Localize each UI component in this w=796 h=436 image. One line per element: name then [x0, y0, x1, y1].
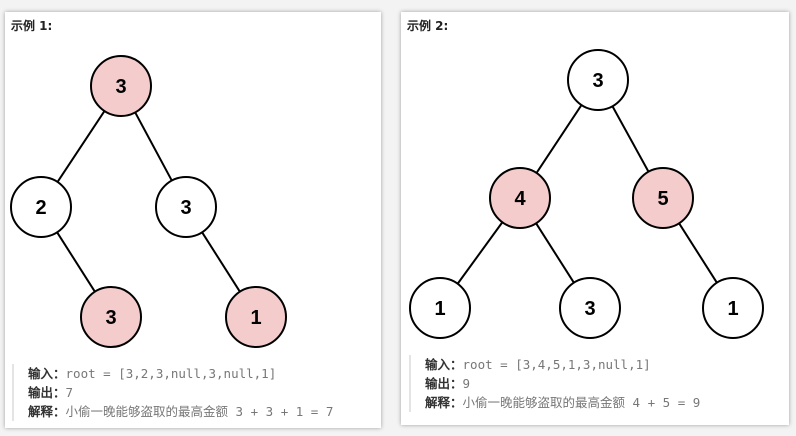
example-1-panel: 示例 1: 3 2 3 3 1 输入：root = [3,2,3,null,3,null…	[5, 12, 381, 428]
output-label: 输出：	[425, 376, 463, 391]
explain-label: 解释：	[28, 404, 66, 419]
node-circle	[559, 277, 621, 339]
tree-node: 1	[409, 277, 471, 339]
tree-diagram: 3 2 3 3 1	[10, 55, 287, 348]
node-circle	[80, 286, 142, 348]
tree-node-robbed: 1	[225, 286, 287, 348]
output-value: 9	[462, 376, 471, 391]
tree-node-robbed: 5	[632, 167, 694, 229]
example-title: 示例 1:	[11, 19, 53, 33]
tree-edge	[56, 110, 106, 183]
node-value: 5	[657, 188, 668, 210]
node-value: 3	[180, 197, 191, 219]
tree-edge	[56, 231, 96, 293]
node-value: 1	[727, 298, 738, 320]
node-circle	[10, 176, 72, 238]
tree-edge	[201, 231, 241, 293]
node-circle	[567, 49, 629, 111]
node-circle	[155, 176, 217, 238]
tree-node: 2	[10, 176, 72, 238]
output-label: 输出：	[28, 385, 66, 400]
node-value: 2	[35, 197, 46, 219]
node-value: 3	[115, 76, 126, 98]
explain-label: 解释：	[425, 395, 463, 410]
input-value: root = [3,2,3,null,3,null,1]	[65, 366, 277, 381]
example-io: 输入：root = [3,2,3,null,3,null,1] 输出：7 解释：…	[12, 364, 333, 421]
node-circle	[489, 167, 551, 229]
tree-node: 3	[567, 49, 629, 111]
tree-node-robbed: 4	[489, 167, 551, 229]
explain-value: 小偷一晚能够盗取的最高金额 3 + 3 + 1 = 7	[65, 404, 334, 419]
node-value: 4	[514, 188, 526, 210]
tree-diagram: 3 4 5 1 3 1	[409, 49, 764, 339]
tree-node: 3	[559, 277, 621, 339]
tree-node: 1	[702, 277, 764, 339]
input-label: 输入：	[28, 366, 66, 381]
example-title: 示例 2:	[407, 19, 449, 33]
node-value: 1	[250, 307, 261, 329]
input-value: root = [3,4,5,1,3,null,1]	[462, 357, 651, 372]
tree-edge	[678, 222, 718, 284]
tree-node: 3	[155, 176, 217, 238]
tree-edge	[611, 105, 650, 173]
node-value: 3	[592, 70, 603, 92]
node-value: 3	[584, 298, 595, 320]
node-circle	[632, 167, 694, 229]
output-value: 7	[65, 385, 74, 400]
node-circle	[90, 55, 152, 117]
tree-node-robbed: 3	[80, 286, 142, 348]
tree-edge	[456, 221, 504, 285]
node-circle	[702, 277, 764, 339]
node-circle	[225, 286, 287, 348]
tree-node-robbed: 3	[90, 55, 152, 117]
tree-edge	[535, 104, 583, 174]
explain-value: 小偷一晚能够盗取的最高金额 4 + 5 = 9	[462, 395, 701, 410]
example-2-panel: 示例 2: 3 4 5 1 3 1 输入：root = [3,4,5,1,3,null,1…	[401, 12, 789, 425]
node-circle	[409, 277, 471, 339]
node-value: 3	[105, 307, 116, 329]
tree-edge	[134, 111, 173, 182]
example-io: 输入：root = [3,4,5,1,3,null,1] 输出：9 解释：小偷一…	[409, 355, 700, 412]
tree-edge	[535, 222, 575, 284]
input-label: 输入：	[425, 357, 463, 372]
node-value: 1	[434, 298, 445, 320]
